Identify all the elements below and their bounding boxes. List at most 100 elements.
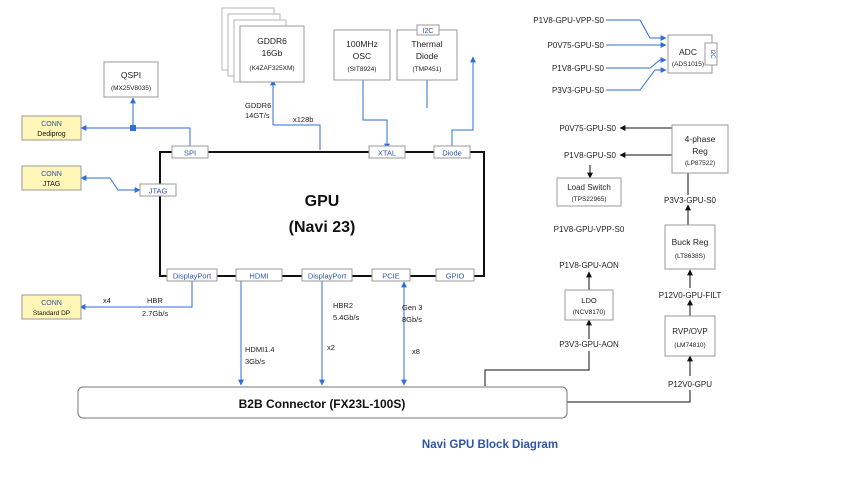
osc-line2: OSC <box>353 51 371 61</box>
rail-p0v75: P0V75-GPU-S0 <box>560 124 617 133</box>
port-spi <box>171 145 209 159</box>
reg4-line1: 4-phase <box>685 134 716 144</box>
line-adc-in4 <box>606 67 667 91</box>
line-adc-in1 <box>606 19 667 41</box>
thermal-i2c-label: I2C <box>423 28 434 35</box>
rvp-name: RVP/OVP <box>672 327 707 336</box>
conn-dp-line1: CONN <box>41 300 62 307</box>
port-spi-label: SPI <box>184 149 196 158</box>
conn-dp-box <box>21 294 82 320</box>
gpu-title: GPU <box>305 193 340 210</box>
port-jtag-label: JTAG <box>149 187 168 196</box>
load-switch-name: Load Switch <box>567 183 611 192</box>
b2b-connector <box>77 386 568 419</box>
b2b-connector-label: B2B Connector (FX23L-100S) <box>239 397 406 411</box>
port-gpio-label: GPIO <box>446 272 465 281</box>
line-jtag <box>80 175 141 193</box>
port-diode-label: Diode <box>442 149 462 158</box>
qspi-name: QSPI <box>121 70 141 80</box>
ldo-box <box>564 289 614 321</box>
line-dp-conn <box>79 281 193 310</box>
osc-line1: 100MHz <box>346 39 378 49</box>
load-switch-part: (TPS22965) <box>571 196 606 203</box>
port-hdmi-label: HDMI <box>249 272 268 281</box>
label-hbr2: HBR2 <box>333 301 353 310</box>
line-adc-in3 <box>606 57 667 69</box>
label-hbr: HBR <box>147 296 163 305</box>
label-dp-x4: x4 <box>103 296 111 305</box>
adc-inputs: P1V8-GPU-VPP-S0 P0V75-GPU-S0 P1V8-GPU-S0… <box>533 16 604 95</box>
port-diode <box>433 145 471 159</box>
adc-name: ADC <box>679 47 697 57</box>
adc-part: (ADS1015) <box>672 61 704 68</box>
adc-i2c-label: I2C <box>709 49 715 59</box>
conn-jtag: CONN JTAG <box>21 165 82 191</box>
rvp-part: (LM74810) <box>674 342 705 349</box>
adc-i2c-port <box>704 42 718 66</box>
buck-part: (LT8638S) <box>675 253 705 260</box>
line-qspi-spi <box>133 127 191 150</box>
port-xtal-label: XTAL <box>378 149 396 158</box>
thermal-line2: Diode <box>416 51 438 61</box>
port-jtag <box>139 183 177 197</box>
reg4-block: 4-phase Reg (LP87522) <box>671 124 729 174</box>
port-xtal <box>368 145 406 159</box>
gddr6-block: GDDR6 16Gb (K4ZAF325XM) <box>221 7 305 83</box>
label-gen3: Gen 3 <box>402 303 422 312</box>
junction-dot <box>130 125 136 131</box>
buck-box <box>664 224 716 270</box>
port-displayport-2 <box>301 268 353 282</box>
conn-jtag-box <box>21 165 82 191</box>
gddr6-front <box>239 25 305 83</box>
label-gddr6-speed-1: GDDR6 <box>245 101 271 110</box>
signal-lines <box>79 19 667 386</box>
gpu-subtitle: (Navi 23) <box>289 219 356 236</box>
reg4-part: (LP87522) <box>685 160 715 167</box>
link-labels: GDDR6 14GT/s x128b x4 HBR 2.7Gb/s HDMI1.… <box>103 101 422 366</box>
label-gen3-rate: 8Gb/s <box>402 315 422 324</box>
reg4-box <box>671 124 729 174</box>
rvp-box <box>664 315 716 357</box>
reg4-line2: Reg <box>692 146 708 156</box>
line-b2b-p12v <box>567 390 691 403</box>
adc-input-2: P0V75-GPU-S0 <box>548 41 605 50</box>
thermal-i2c-port <box>416 24 440 36</box>
conn-dp-line2: Standard DP <box>33 310 70 317</box>
line-osc-xtal <box>362 80 390 150</box>
load-switch-block: Load Switch (TPS22965) <box>556 177 622 207</box>
osc-block <box>333 29 391 81</box>
conn-dediprog-line1: CONN <box>41 121 62 128</box>
label-pcie-x8: x8 <box>412 347 420 356</box>
conn-jtag-line2: JTAG <box>43 181 60 188</box>
rail-p1v8-aon: P1V8-GPU-AON <box>559 261 619 270</box>
rail-p1v8-vpp: P1V8-GPU-VPP-S0 <box>554 225 625 234</box>
line-thermal-diode <box>451 56 476 149</box>
ldo-part: (NCV8170) <box>573 309 606 316</box>
buck-name: Buck Reg <box>672 237 709 247</box>
load-switch-box <box>556 177 622 207</box>
conn-dediprog-box <box>21 115 82 141</box>
rail-p12v0-filt: P12V0-GPU-FILT <box>659 291 722 300</box>
ldo-name: LDO <box>581 296 597 305</box>
thermal-line1: Thermal <box>411 39 442 49</box>
rail-p1v8: P1V8-GPU-S0 <box>564 151 617 160</box>
qspi-block <box>103 61 159 98</box>
label-dp2-x2: x2 <box>327 343 335 352</box>
port-pcie <box>371 268 411 282</box>
conn-dediprog: CONN Dediprog <box>21 115 82 141</box>
osc-part: (SIT8924) <box>348 66 377 73</box>
rail-p3v3-aon: P3V3-GPU-AON <box>559 340 619 349</box>
label-gddr6-speed-2: 14GT/s <box>245 111 270 120</box>
port-displayport-1 <box>166 268 218 282</box>
rvp-block: RVP/OVP (LM74810) <box>664 315 716 357</box>
ldo-block: LDO (NCV8170) <box>564 289 614 321</box>
adc-input-3: P1V8-GPU-S0 <box>552 64 605 73</box>
gddr6-line2: 16Gb <box>262 48 283 58</box>
line-gddr6-bus <box>273 124 321 150</box>
conn-jtag-line1: CONN <box>41 171 62 178</box>
port-displayport-1-label: DisplayPort <box>173 272 212 281</box>
conn-dediprog-line2: Dediprog <box>37 131 66 138</box>
gddr6-part: (K4ZAF325XM) <box>249 65 294 72</box>
thermal-part: (TMP451) <box>413 66 442 73</box>
